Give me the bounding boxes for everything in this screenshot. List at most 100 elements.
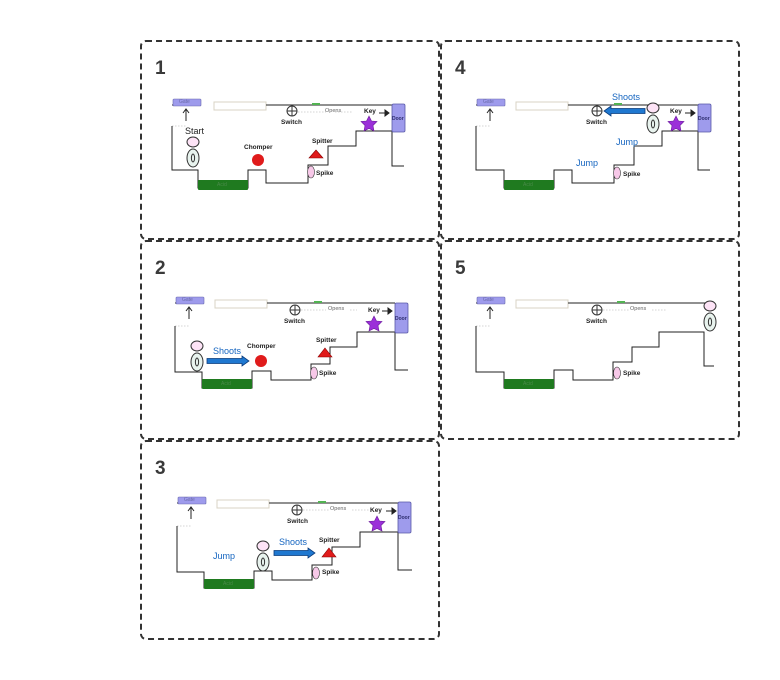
panel-number: 2 bbox=[155, 258, 166, 279]
spike-label: Spike bbox=[319, 370, 337, 377]
acid-pit bbox=[504, 180, 554, 190]
key-star bbox=[365, 315, 383, 332]
player-body bbox=[190, 352, 204, 372]
start-label: Start bbox=[185, 126, 205, 136]
shoots-label: Shoots bbox=[213, 346, 242, 356]
jump-label: Jump bbox=[576, 158, 599, 168]
gate-label: Gate bbox=[184, 497, 195, 503]
panel-2: 2 Gate Switch Opens Key Door Shoots Chom… bbox=[140, 240, 440, 440]
opens-label: Opens bbox=[330, 506, 347, 512]
player-body bbox=[186, 148, 200, 168]
key-star bbox=[360, 115, 378, 132]
gate-dotted-wall bbox=[171, 125, 186, 170]
jump-label: Jump bbox=[616, 137, 639, 147]
player-head bbox=[256, 540, 270, 552]
spitter-label: Spitter bbox=[316, 337, 337, 344]
level-outline bbox=[475, 126, 710, 189]
panel-number: 5 bbox=[455, 258, 466, 279]
spitter-label: Spitter bbox=[319, 537, 340, 544]
switch-label: Switch bbox=[284, 318, 305, 325]
chomper bbox=[252, 154, 264, 166]
ceiling-green-mark bbox=[312, 103, 320, 105]
door-label: Door bbox=[698, 116, 710, 122]
spike-label: Spike bbox=[316, 170, 334, 177]
key-label: Key bbox=[364, 108, 376, 115]
panel-1: 1 Gate Switch Opens Key bbox=[140, 40, 440, 240]
gate-label: Gate bbox=[182, 297, 193, 303]
chomper-label: Chomper bbox=[247, 343, 276, 350]
chomper-label: Chomper bbox=[244, 144, 273, 151]
gate-label: Gate bbox=[483, 297, 494, 303]
key-label: Key bbox=[670, 108, 682, 115]
gate-label: Gate bbox=[483, 99, 494, 105]
acid-pit bbox=[202, 379, 252, 389]
spitter bbox=[321, 547, 337, 558]
acid-pit bbox=[198, 180, 248, 190]
level-map bbox=[174, 296, 409, 389]
player-head bbox=[646, 102, 660, 114]
gate bbox=[476, 296, 506, 305]
ceiling-hatch bbox=[214, 299, 268, 309]
panel-number: 4 bbox=[455, 58, 466, 79]
jump-label: Jump bbox=[213, 551, 236, 561]
spike bbox=[613, 366, 621, 380]
gate-arrow bbox=[185, 306, 193, 319]
spitter bbox=[308, 149, 324, 159]
switch-label: Switch bbox=[586, 318, 607, 325]
ceiling-green-mark bbox=[614, 103, 622, 105]
shoots-arrow bbox=[206, 355, 250, 367]
spike bbox=[312, 566, 320, 580]
key-label: Key bbox=[370, 507, 382, 514]
gate-arrow bbox=[182, 108, 190, 121]
ceiling-green-mark bbox=[318, 501, 326, 503]
chomper bbox=[255, 355, 267, 367]
switch-label: Switch bbox=[287, 518, 308, 525]
level-map bbox=[171, 98, 406, 190]
player-head bbox=[186, 136, 200, 148]
ceiling-hatch bbox=[216, 499, 270, 509]
ceiling-hatch bbox=[515, 101, 569, 111]
gate-arrow bbox=[187, 506, 195, 519]
door bbox=[697, 103, 712, 133]
opens-label: Opens bbox=[328, 306, 345, 312]
key-star bbox=[368, 515, 386, 532]
shoots-arrow bbox=[603, 105, 646, 117]
gate bbox=[177, 496, 207, 505]
door bbox=[391, 103, 406, 133]
level-map bbox=[475, 296, 717, 389]
door bbox=[394, 302, 409, 334]
player-head bbox=[703, 300, 717, 312]
spike bbox=[613, 166, 621, 180]
ceiling-hatch bbox=[213, 101, 267, 111]
ceiling-hatch bbox=[515, 299, 569, 309]
door-label: Door bbox=[392, 116, 404, 122]
pit-label: Acid bbox=[523, 381, 533, 387]
panel-number: 3 bbox=[155, 458, 166, 479]
level-outline bbox=[475, 326, 714, 389]
panel-3: 3 Gate Switch Opens Key Door Jump Shoots… bbox=[140, 440, 440, 640]
opens-label: Opens bbox=[325, 108, 342, 114]
spike-label: Spike bbox=[623, 370, 641, 377]
gate-arrow bbox=[486, 306, 494, 319]
shoots-arrow bbox=[273, 547, 316, 559]
door bbox=[397, 501, 412, 534]
gate-arrow bbox=[486, 108, 494, 121]
door-label: Door bbox=[398, 515, 410, 521]
ceiling-green-mark bbox=[314, 301, 322, 303]
key-arrow bbox=[379, 109, 390, 117]
shoots-label: Shoots bbox=[612, 92, 641, 102]
pit-label: Acid bbox=[523, 182, 533, 188]
player-body bbox=[703, 312, 717, 332]
gate bbox=[476, 98, 506, 107]
opens-label: Opens bbox=[630, 306, 647, 312]
key-arrow bbox=[386, 507, 397, 515]
pit-label: Acid bbox=[221, 381, 231, 387]
key-arrow bbox=[382, 307, 393, 315]
pit-label: Acid bbox=[217, 182, 227, 188]
key-arrow bbox=[685, 109, 696, 117]
gate bbox=[175, 296, 205, 305]
spike-label: Spike bbox=[322, 569, 340, 576]
gate-label: Gate bbox=[179, 99, 190, 105]
key-star bbox=[667, 115, 685, 132]
panel-5: 5 Gate Switch Opens Spike Acid bbox=[440, 240, 740, 440]
